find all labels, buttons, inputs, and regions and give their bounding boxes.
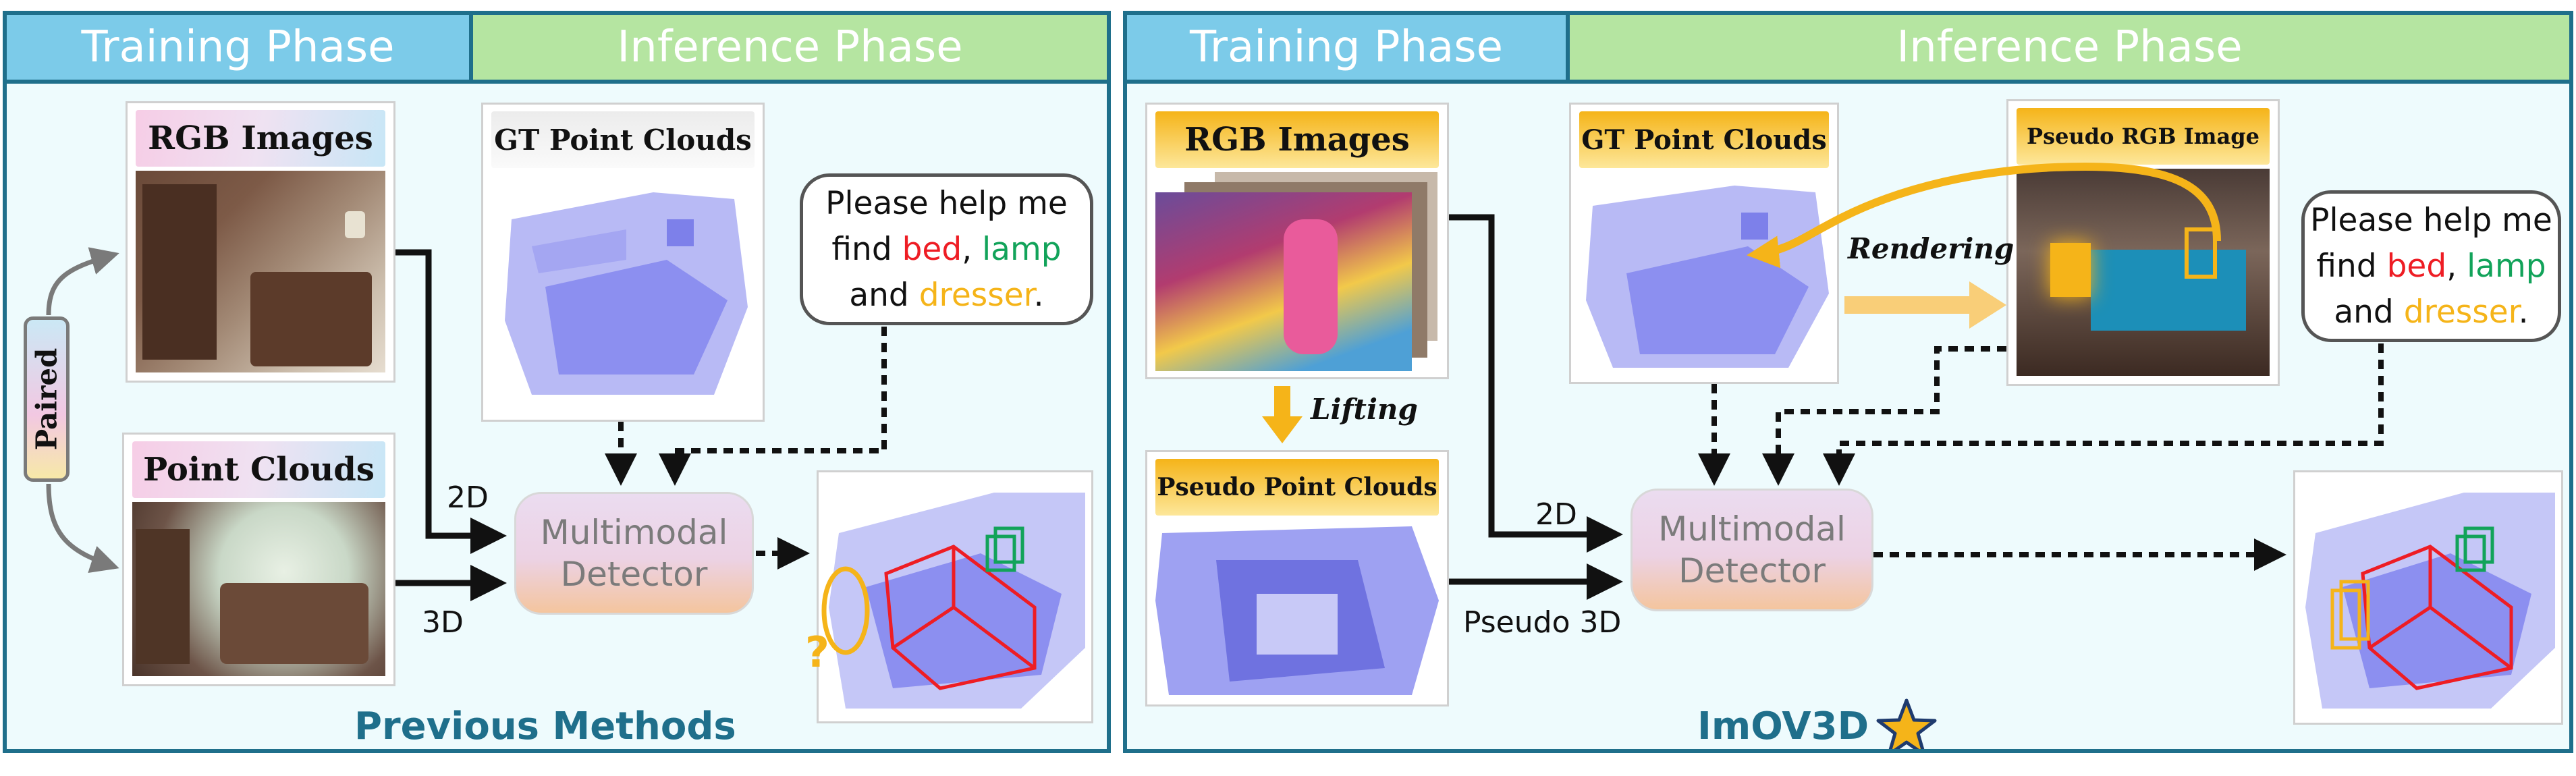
left-prompt-comma: , — [962, 230, 983, 268]
left-label-2d: 2D — [447, 480, 489, 515]
right-pseudo-rgb-bed-shape — [2091, 250, 2246, 331]
right-footer-imov3d: ImOV3D — [1697, 704, 1869, 748]
left-label-3d: 3D — [422, 605, 464, 640]
right-detector-line2: Detector — [1678, 551, 1826, 590]
rendering-arrow — [1844, 281, 2006, 329]
left-arrows — [46, 247, 887, 601]
paired-to-rgb-curve — [46, 247, 119, 316]
left-footer-previous-methods: Previous Methods — [354, 704, 736, 748]
right-pseudo-point-clouds-title: Pseudo Point Clouds — [1155, 459, 1439, 516]
paired-to-pc-curve — [46, 483, 119, 574]
left-training-phase-header: Training Phase — [7, 15, 473, 80]
left-panel-previous-methods: Training Phase Inference Phase Paired RG… — [3, 11, 1111, 753]
left-prompt-line1: Please help me — [825, 184, 1068, 222]
right-detector-line1: Multimodal — [1658, 509, 1846, 549]
right-rgb-slide-shape — [1284, 219, 1338, 354]
rgb-to-detector-arrow — [395, 249, 507, 554]
right-prompt-bubble: Please help me find bed, lamp and dresse… — [2301, 190, 2561, 342]
left-detector-line2: Detector — [560, 555, 708, 594]
paired-badge: Paired — [24, 316, 70, 482]
right-prompt-period: . — [2518, 293, 2529, 331]
left-gt-point-clouds-title: GT Point Clouds — [491, 111, 755, 168]
lifting-arrow — [1262, 386, 1303, 443]
lamp-highlight-box — [2185, 227, 2217, 279]
left-header-divider — [7, 80, 1107, 84]
right-prompt-line2: find bed, lamp — [2310, 244, 2552, 289]
right-prompt-bed: bed — [2386, 247, 2447, 285]
right-pseudo-point-cloud-render — [1155, 520, 1443, 700]
left-output-detection-card: ? — [805, 470, 1093, 723]
left-prompt-line3: and dresser. — [825, 273, 1068, 318]
left-multimodal-detector: Multimodal Detector — [514, 492, 754, 615]
right-training-phase-header: Training Phase — [1127, 15, 1570, 80]
left-prompt-lamp: lamp — [982, 230, 1062, 268]
left-prompt-and: and — [849, 276, 919, 314]
right-output-detection-render — [2305, 493, 2555, 709]
prompt-to-detector-arrow — [659, 327, 887, 486]
left-rgb-images-title: RGB Images — [136, 110, 385, 167]
rgb-to-detector-arrow-right — [1449, 214, 1623, 553]
right-training-phase-title: Training Phase — [1190, 22, 1503, 72]
left-output-detection-render — [821, 493, 1085, 709]
left-point-clouds-card: Point Clouds — [122, 433, 395, 686]
left-pc-dresser-shape — [136, 529, 190, 664]
right-rgb-playground-photo — [1155, 192, 1412, 371]
left-rgb-bed-shape — [250, 272, 372, 366]
lifting-label: Lifting — [1311, 393, 1418, 426]
left-training-phase-title: Training Phase — [81, 22, 395, 72]
right-inference-phase-header: Inference Phase — [1570, 15, 2569, 80]
right-pseudo-rgb-image-title: Pseudo RGB Image — [2017, 108, 2270, 165]
left-prompt-find: find — [831, 230, 902, 268]
right-prompt-text: Please help me find bed, lamp and dresse… — [2310, 198, 2552, 335]
left-question-mark: ? — [805, 628, 829, 677]
left-inference-phase-title: Inference Phase — [617, 22, 963, 72]
right-output-detection-card — [2293, 470, 2563, 725]
left-prompt-bed: bed — [902, 230, 962, 268]
left-rgb-lamp-shape — [345, 211, 365, 238]
right-pseudo-point-clouds-card: Pseudo Point Clouds — [1145, 450, 1449, 706]
lamp-to-gt-curve — [1747, 162, 2221, 269]
left-prompt-bubble: Please help me find bed, lamp and dresse… — [800, 173, 1093, 325]
left-detector-line1: Multimodal — [540, 513, 728, 552]
right-pseudo-rgb-lamp-glow — [2050, 243, 2091, 297]
rendering-label: Rendering — [1848, 232, 2015, 265]
left-point-clouds-title: Point Clouds — [132, 441, 385, 498]
right-panel-imov3d: Training Phase Inference Phase RGB Image… — [1123, 11, 2573, 753]
left-rgb-bedroom-photo — [136, 171, 385, 372]
right-rgb-images-card: RGB Images — [1145, 103, 1449, 379]
right-inference-phase-title: Inference Phase — [1896, 22, 2243, 72]
left-gt-point-clouds-card: GT Point Clouds — [481, 103, 765, 422]
left-pc-bed-shape — [220, 583, 368, 664]
left-colored-point-cloud — [132, 502, 385, 676]
pseudo-rgb-to-detector-arrow — [1762, 346, 2006, 486]
right-prompt-and: and — [2334, 293, 2404, 331]
right-arrows — [1449, 162, 2384, 600]
right-prompt-lamp: lamp — [2467, 247, 2546, 285]
right-gt-point-cloud-render — [1579, 172, 1833, 378]
right-prompt-dresser: dresser — [2403, 293, 2519, 331]
left-inference-phase-header: Inference Phase — [473, 15, 1107, 80]
left-prompt-line2: find bed, lamp — [825, 227, 1068, 273]
right-label-pseudo-3d: Pseudo 3D — [1463, 605, 1622, 640]
right-gt-point-clouds-card: GT Point Clouds — [1569, 103, 1839, 384]
right-rgb-images-title: RGB Images — [1155, 111, 1439, 168]
left-prompt-period: . — [1033, 276, 1044, 314]
right-header-divider — [1127, 80, 2569, 84]
right-pseudo-rgb-image-card: Pseudo RGB Image — [2006, 99, 2280, 386]
left-rgb-images-card: RGB Images — [126, 101, 395, 383]
left-gt-point-cloud-render — [491, 172, 759, 415]
left-prompt-text: Please help me find bed, lamp and dresse… — [825, 181, 1068, 318]
right-gt-point-clouds-title: GT Point Clouds — [1579, 111, 1829, 168]
prompt-to-detector-arrow-right — [1823, 343, 2384, 486]
left-rgb-dresser-shape — [142, 184, 217, 360]
right-multimodal-detector: Multimodal Detector — [1630, 489, 1873, 611]
right-prompt-find: find — [2316, 247, 2387, 285]
star-icon — [1876, 698, 1937, 749]
right-prompt-line1: Please help me — [2310, 201, 2552, 239]
right-label-2d: 2D — [1535, 497, 1577, 532]
left-prompt-dresser: dresser — [919, 276, 1034, 314]
right-prompt-comma: , — [2446, 247, 2467, 285]
right-prompt-line3: and dresser. — [2310, 289, 2552, 335]
right-pseudo-rgb-bedroom-render — [2017, 169, 2270, 376]
